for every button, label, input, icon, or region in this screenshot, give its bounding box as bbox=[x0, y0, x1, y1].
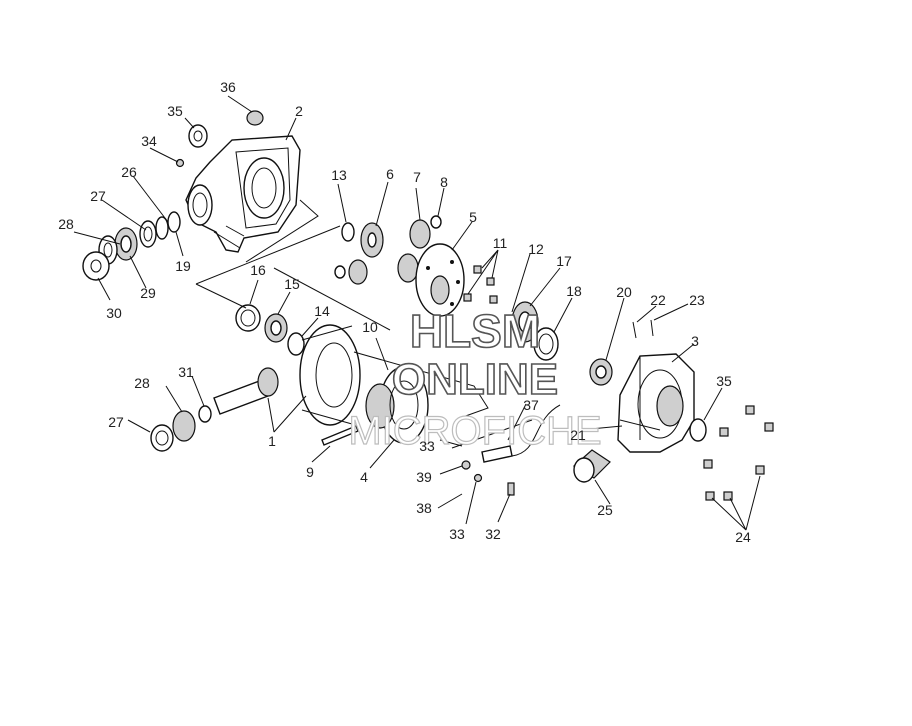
race-16 bbox=[235, 304, 261, 332]
callout-34: 34 bbox=[141, 133, 157, 149]
callout-31: 31 bbox=[178, 364, 194, 380]
callout-22: 22 bbox=[650, 292, 666, 308]
callout-23: 23 bbox=[689, 292, 705, 308]
callout-8: 8 bbox=[440, 174, 448, 190]
plug-part bbox=[246, 110, 264, 126]
studs-22-23 bbox=[632, 319, 654, 339]
callout-28-lower: 28 bbox=[134, 375, 150, 391]
callout-12: 12 bbox=[528, 241, 544, 257]
watermark-line3: MICROFICHE bbox=[348, 409, 601, 453]
callout-33-lower: 33 bbox=[449, 526, 465, 542]
callout-1: 1 bbox=[268, 433, 276, 449]
callout-27-lower: 27 bbox=[108, 414, 124, 430]
callout-21: 21 bbox=[570, 427, 586, 443]
watermark: HLSM ONLINE MICROFICHE bbox=[348, 304, 603, 453]
callout-9: 9 bbox=[306, 464, 314, 480]
callout-35-upper: 35 bbox=[167, 103, 183, 119]
callout-32: 32 bbox=[485, 526, 501, 542]
callout-6: 6 bbox=[386, 166, 394, 182]
callout-2: 2 bbox=[295, 103, 303, 119]
callout-13: 13 bbox=[331, 167, 347, 183]
callout-35-right: 35 bbox=[716, 373, 732, 389]
leader-lines bbox=[73, 95, 761, 531]
small-bolt-part bbox=[175, 158, 185, 168]
callout-4: 4 bbox=[360, 469, 368, 485]
shim-14 bbox=[287, 332, 305, 356]
seal-part bbox=[188, 124, 208, 148]
callout-5: 5 bbox=[469, 209, 477, 225]
gear-set bbox=[334, 215, 442, 285]
callout-3: 3 bbox=[691, 333, 699, 349]
housing-3 bbox=[617, 353, 695, 453]
diff-case bbox=[365, 366, 429, 444]
actuator-25 bbox=[572, 449, 611, 483]
ring-gear bbox=[299, 324, 361, 426]
watermark-line2: ONLINE bbox=[392, 355, 558, 404]
bolts-24 bbox=[703, 405, 774, 501]
callout-16: 16 bbox=[250, 262, 266, 278]
callout-20: 20 bbox=[616, 284, 632, 300]
watermark-line1: HLSM bbox=[410, 305, 540, 357]
callout-25: 25 bbox=[597, 502, 613, 518]
callout-labels: 1 2 3 4 5 6 7 8 9 10 11 12 13 14 15 16 1… bbox=[58, 79, 751, 545]
pinion-shaft bbox=[150, 367, 279, 452]
callout-29: 29 bbox=[140, 285, 156, 301]
callout-38: 38 bbox=[416, 500, 432, 516]
callout-33-upper: 33 bbox=[419, 438, 435, 454]
callout-17: 17 bbox=[556, 253, 572, 269]
callout-39: 39 bbox=[416, 469, 432, 485]
plate-part bbox=[415, 243, 465, 317]
callout-30: 30 bbox=[106, 305, 122, 321]
guide-lines bbox=[195, 199, 533, 449]
callout-15: 15 bbox=[284, 276, 300, 292]
callout-11: 11 bbox=[493, 235, 508, 251]
bearing-stack-upper bbox=[82, 211, 181, 281]
callout-18: 18 bbox=[566, 283, 582, 299]
seal-35-right bbox=[689, 418, 707, 442]
bolts-11 bbox=[463, 265, 498, 304]
callout-28-upper: 28 bbox=[58, 216, 74, 232]
callout-26: 26 bbox=[121, 164, 137, 180]
callout-14: 14 bbox=[314, 303, 330, 319]
sensor-bracket bbox=[461, 404, 561, 496]
callout-36: 36 bbox=[220, 79, 236, 95]
callout-27-upper: 27 bbox=[90, 188, 106, 204]
callout-24: 24 bbox=[735, 529, 751, 545]
callout-7: 7 bbox=[413, 169, 421, 185]
callout-19: 19 bbox=[175, 258, 191, 274]
callout-37: 37 bbox=[523, 397, 539, 413]
callout-10: 10 bbox=[362, 319, 378, 335]
pin-9 bbox=[321, 425, 359, 446]
race-18 bbox=[533, 327, 559, 361]
housing-part bbox=[185, 135, 301, 253]
